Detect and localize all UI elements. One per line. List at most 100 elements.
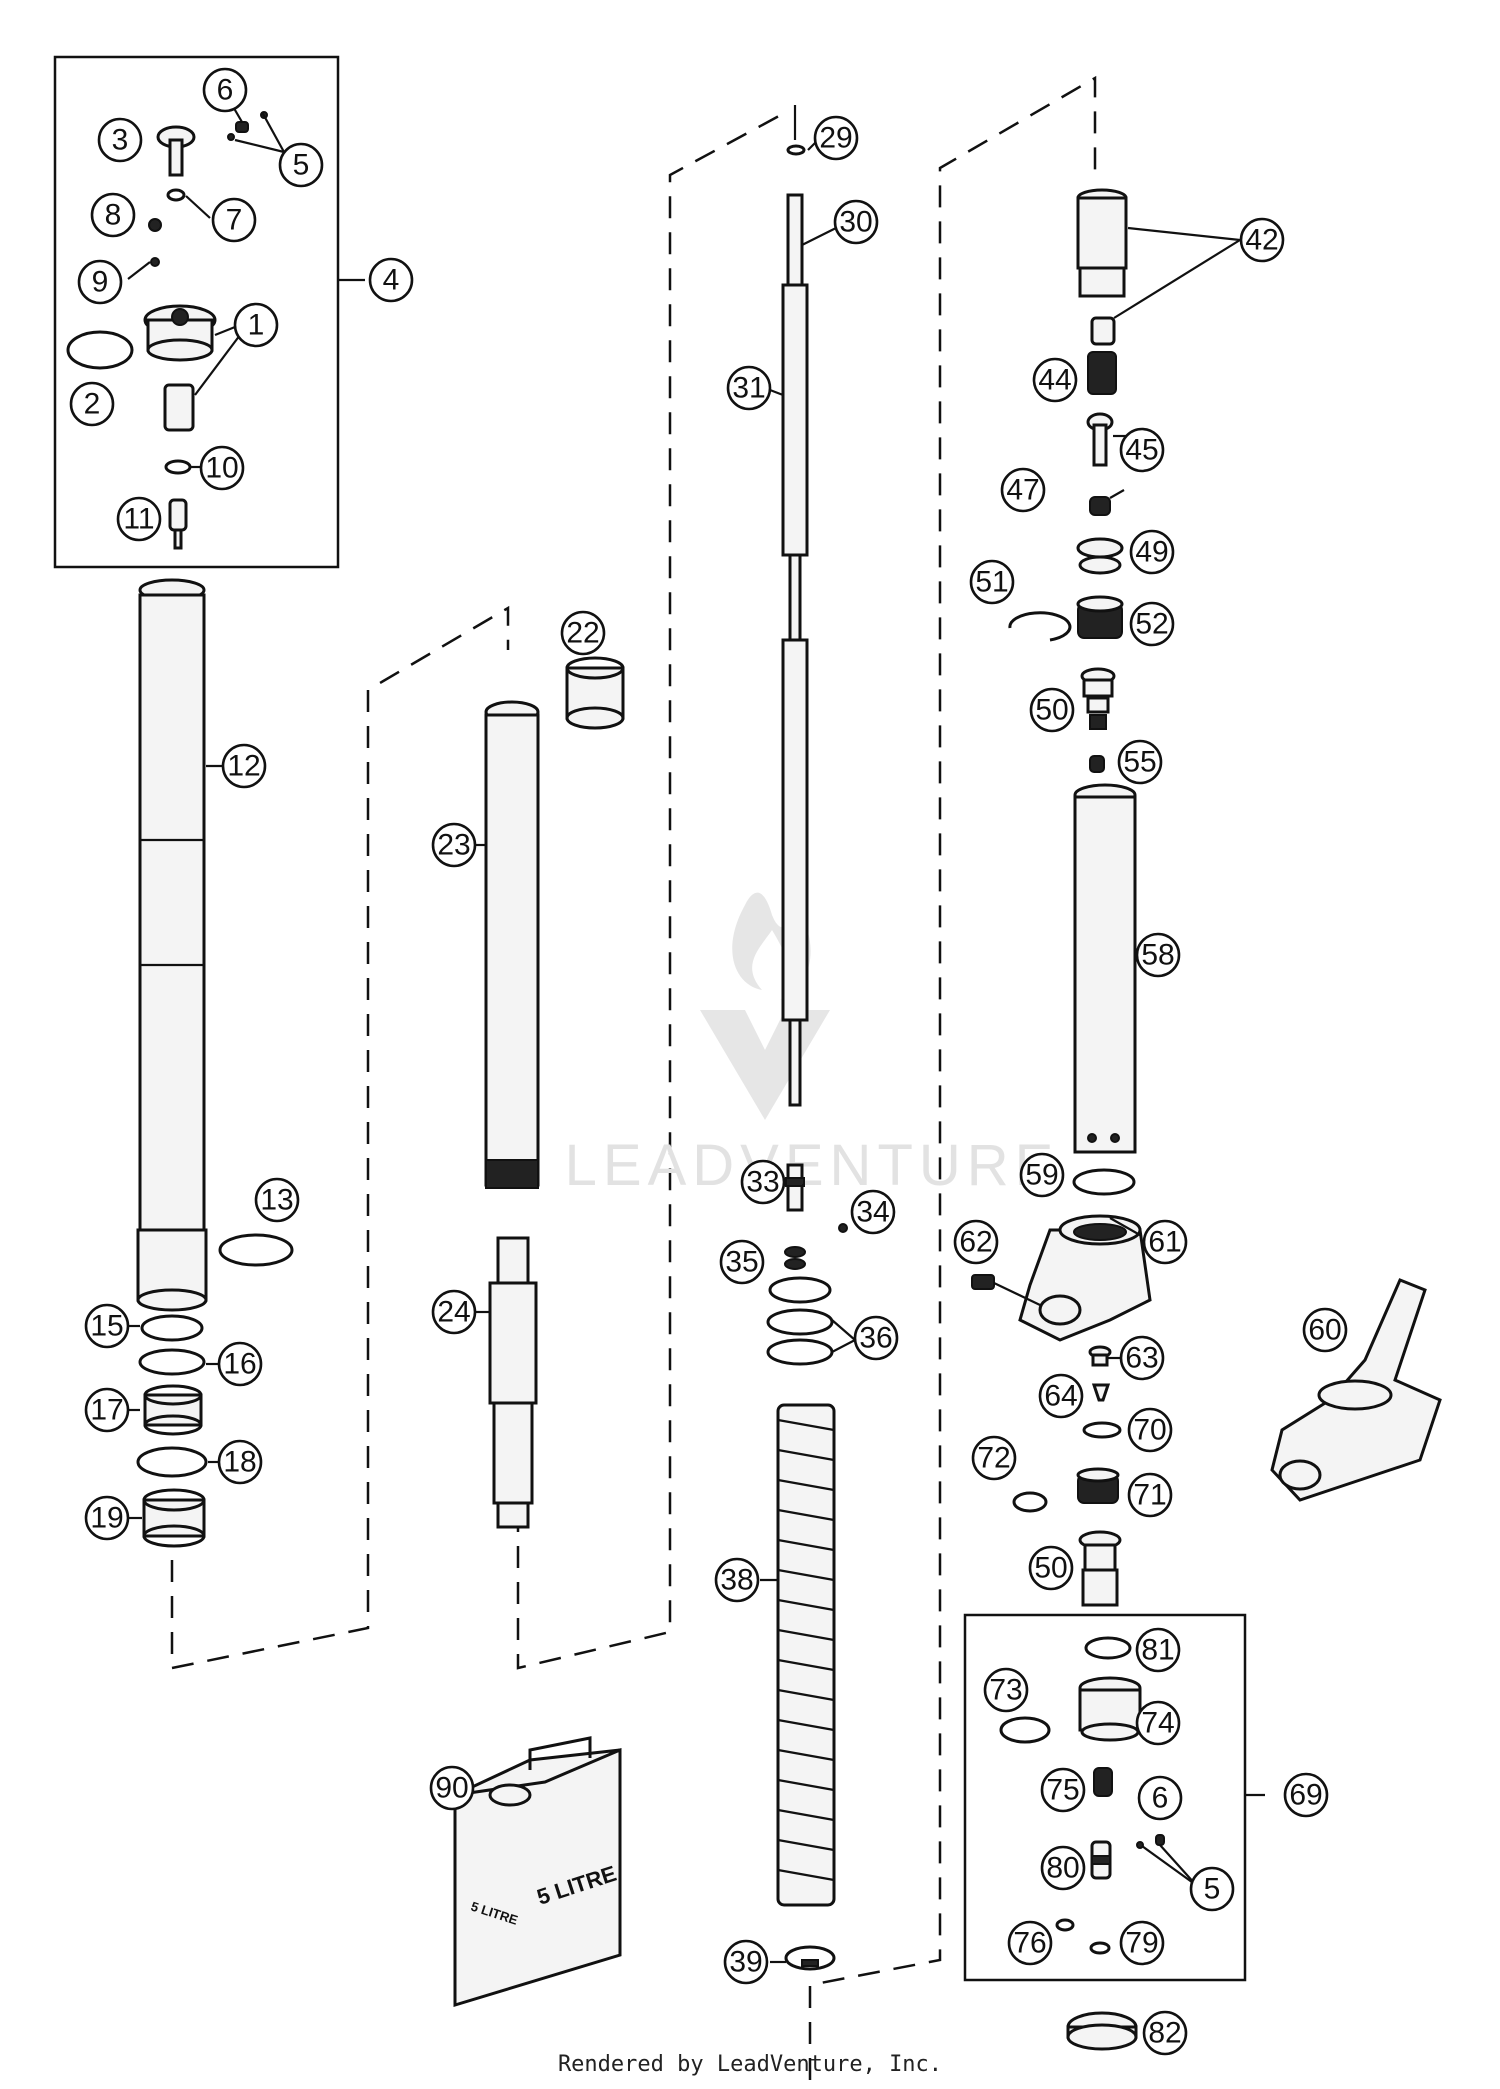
callout-90: 90 [429, 1765, 475, 1811]
callout-76: 76 [1007, 1920, 1053, 1966]
leaders-right [1108, 226, 1265, 1886]
svg-text:63: 63 [1125, 1342, 1158, 1375]
svg-text:10: 10 [205, 452, 238, 485]
svg-text:2: 2 [84, 388, 101, 421]
callout-61: 61 [1142, 1219, 1188, 1265]
callout-75: 75 [1040, 1767, 1086, 1813]
callout-8: 8 [90, 192, 136, 238]
callout-64: 64 [1038, 1373, 1084, 1419]
callout-59: 59 [1019, 1152, 1065, 1198]
callout-80: 80 [1040, 1845, 1086, 1891]
svg-text:62: 62 [959, 1226, 992, 1259]
callout-70: 70 [1127, 1407, 1173, 1453]
svg-text:13: 13 [260, 1184, 293, 1217]
callout-30: 30 [833, 199, 879, 245]
svg-text:18: 18 [223, 1446, 256, 1479]
callout-50-bottom: 50 [1028, 1545, 1074, 1591]
svg-text:73: 73 [989, 1674, 1022, 1707]
part-9-ball [150, 257, 160, 267]
part-35-spring [784, 1246, 806, 1270]
svg-text:49: 49 [1135, 536, 1168, 569]
part-75-spring [1093, 1767, 1113, 1797]
callout-12: 12 [221, 743, 267, 789]
callout-34: 34 [850, 1189, 896, 1235]
part-70-washer [1082, 1421, 1122, 1439]
callout-1: 1 [233, 302, 279, 348]
part-62-bolt [971, 1274, 1041, 1306]
svg-text:33: 33 [746, 1166, 779, 1199]
callout-4: 4 [368, 257, 414, 303]
part-73-ring [999, 1716, 1051, 1744]
part-23-inner-tube [484, 700, 540, 1189]
callout-9: 9 [77, 259, 123, 305]
svg-text:79: 79 [1125, 1927, 1158, 1960]
callout-47: 47 [1000, 467, 1046, 513]
group-frame-69 [963, 1613, 1247, 1982]
svg-text:44: 44 [1038, 364, 1071, 397]
callout-39: 39 [723, 1939, 769, 1985]
svg-text:11: 11 [123, 503, 154, 536]
part-7-o-ring [166, 188, 186, 202]
svg-text:50: 50 [1034, 1552, 1067, 1585]
part-49-shim [1076, 537, 1124, 575]
svg-text:38: 38 [720, 1564, 753, 1597]
svg-text:52: 52 [1135, 608, 1168, 641]
svg-text:29: 29 [819, 122, 852, 155]
svg-text:15: 15 [90, 1310, 123, 1343]
svg-text:51: 51 [975, 566, 1008, 599]
callout-16: 16 [217, 1341, 263, 1387]
part-81-seal [1084, 1636, 1132, 1660]
part-58-cartridge-tube [1073, 783, 1137, 1154]
svg-text:39: 39 [729, 1946, 762, 1979]
part-47-nut [1089, 496, 1111, 516]
svg-text:72: 72 [977, 1442, 1010, 1475]
callout-51: 51 [969, 559, 1015, 605]
callout-69: 69 [1283, 1772, 1329, 1818]
footer-credit: Rendered by LeadVenture, Inc. [557, 2052, 943, 2077]
svg-text:42: 42 [1245, 224, 1278, 257]
part-90-oil-can [453, 1736, 622, 2008]
part-64-cone [1091, 1383, 1111, 1402]
watermark-text: LEADVENTURE [565, 1133, 1060, 1198]
part-82-cap [1066, 2011, 1138, 2051]
leaders-group-4 [127, 97, 365, 469]
svg-text:60: 60 [1308, 1314, 1341, 1347]
part-74-valve-body [1078, 1676, 1142, 1742]
svg-text:35: 35 [725, 1246, 758, 1279]
svg-text:45: 45 [1125, 434, 1158, 467]
svg-text:30: 30 [839, 206, 872, 239]
svg-text:81: 81 [1141, 1634, 1174, 1667]
part-24-axle-holder [488, 1236, 538, 1529]
svg-text:17: 17 [90, 1394, 123, 1427]
callout-42: 42 [1239, 217, 1285, 263]
part-61-foot [1018, 1214, 1152, 1342]
part-36-rings [766, 1276, 834, 1366]
svg-text:3: 3 [112, 124, 129, 157]
svg-text:31: 31 [732, 372, 765, 405]
callout-11: 11 [116, 496, 162, 542]
part-17-bushing [143, 1384, 203, 1436]
part-30-31-damper-rod [781, 193, 809, 1107]
callout-2: 2 [69, 381, 115, 427]
callout-29: 29 [813, 115, 859, 161]
part-29-washer [786, 144, 806, 156]
part-79-ring [1089, 1941, 1111, 1955]
part-18-ring [136, 1446, 208, 1478]
svg-text:90: 90 [435, 1772, 468, 1805]
part-15-ring [140, 1314, 204, 1342]
part-80-adjuster [1090, 1840, 1112, 1880]
svg-text:55: 55 [1123, 746, 1156, 779]
svg-text:6: 6 [217, 74, 234, 107]
callout-6-group-69: 6 [1137, 1775, 1183, 1821]
part-33-valve [785, 1163, 805, 1212]
part-13-ring [218, 1233, 294, 1267]
svg-text:82: 82 [1148, 2017, 1181, 2050]
svg-text:4: 4 [383, 264, 400, 297]
callout-31: 31 [726, 365, 772, 411]
part-51-clip [1008, 611, 1072, 642]
callout-58: 58 [1135, 932, 1181, 978]
svg-text:19: 19 [90, 1502, 123, 1535]
svg-text:80: 80 [1046, 1852, 1079, 1885]
callout-55: 55 [1117, 739, 1163, 785]
part-6-5-ball-spring [227, 111, 268, 141]
